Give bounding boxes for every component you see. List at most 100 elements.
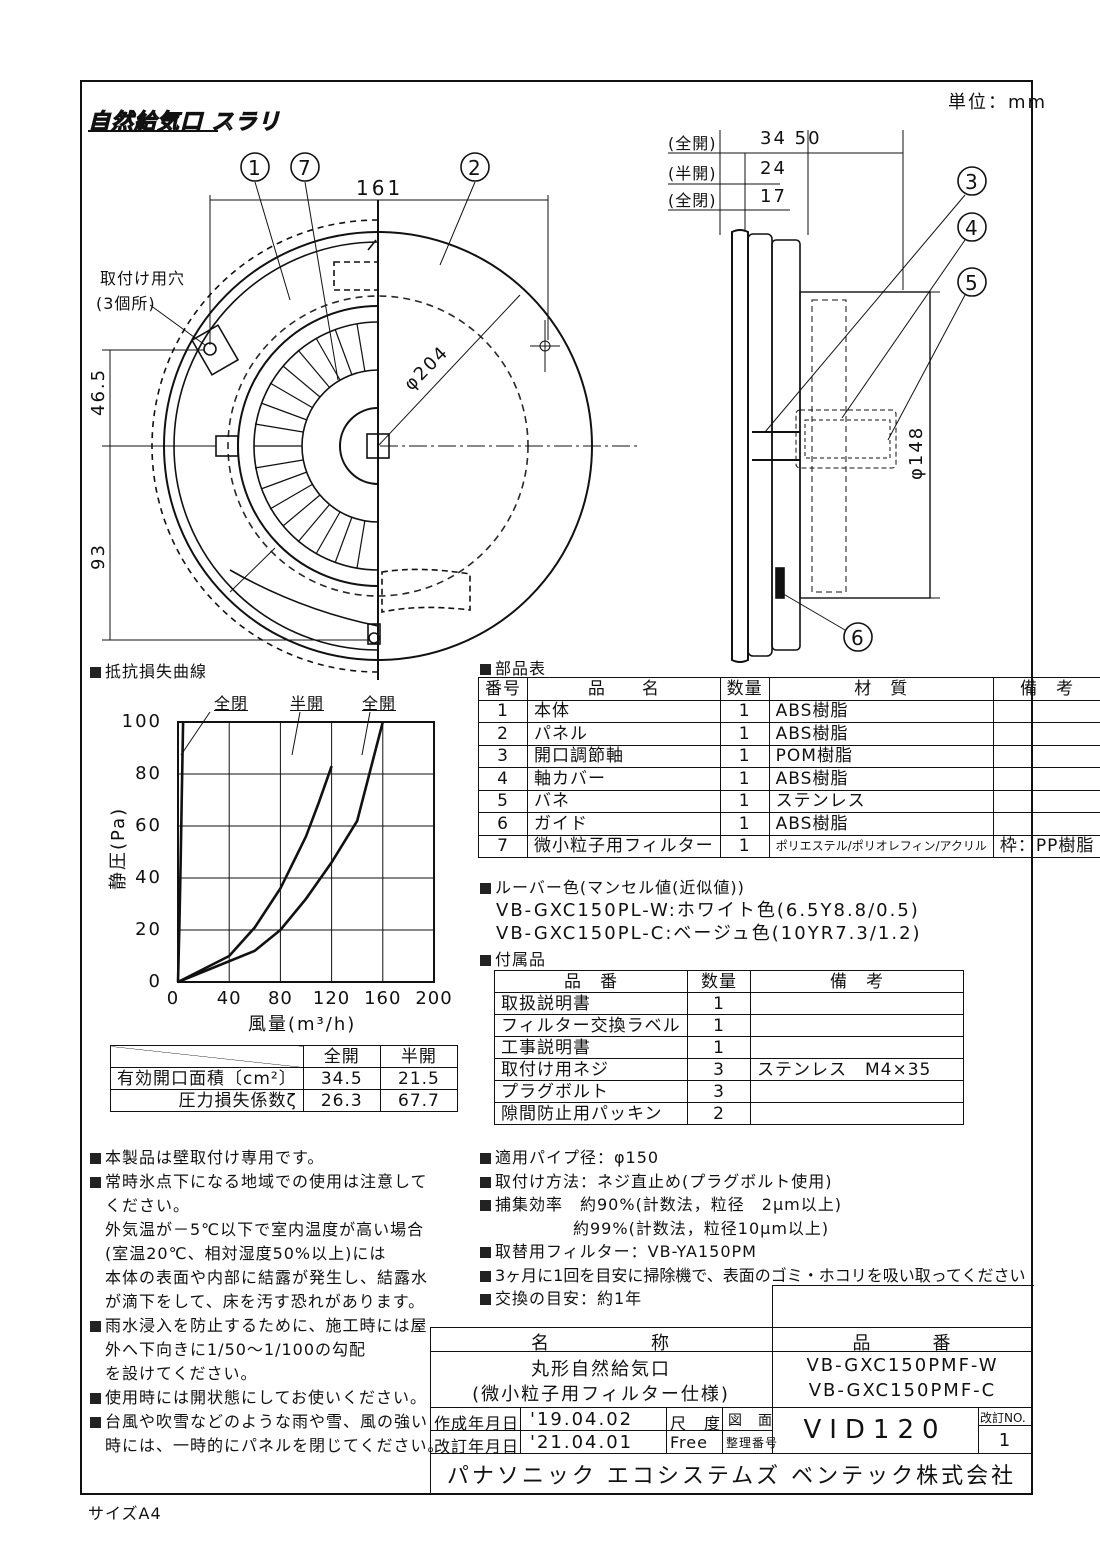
drawing-label-2: 整理番号 <box>726 1436 779 1450</box>
area-header-blank <box>110 1045 304 1068</box>
acc-cell: 1 <box>687 1036 751 1059</box>
callout-6: 6 <box>851 626 867 650</box>
acc-cell: 2 <box>687 1102 751 1125</box>
note-left-line: 外へ下向きに1/50～1/100の勾配 <box>105 1340 367 1359</box>
chart-xtick: 40 <box>216 988 242 1009</box>
parts-cell: 5 <box>478 789 528 813</box>
label-closed: 全閉 <box>214 694 249 713</box>
unit-label: 単位：mm <box>948 92 1048 113</box>
parts-cell: 1 <box>719 812 770 836</box>
curve-heading: 抵抗損失曲線 <box>90 658 207 682</box>
created-label: 作成年月日 <box>434 1414 520 1433</box>
area-row-label: 有効開口面積〔cm²〕 <box>110 1067 304 1090</box>
dim-46-5: 46.5 <box>88 367 109 416</box>
parts-cell: 1 <box>478 699 528 723</box>
parts-cell: 枠：PP樹脂 <box>992 834 1100 858</box>
parts-header: 品 名 <box>527 677 721 701</box>
parts-header: 番号 <box>478 677 528 701</box>
parts-cell: POM樹脂 <box>768 744 994 768</box>
parts-cell <box>992 812 1100 836</box>
drawing-label-1: 図 面 <box>728 1413 773 1429</box>
parts-cell: 1 <box>719 722 770 746</box>
parts-cell <box>992 722 1100 746</box>
side-values-closed: 17 <box>760 186 787 207</box>
callout-5: 5 <box>965 271 981 295</box>
area-cell: 26.3 <box>302 1089 381 1112</box>
notes-left: 本製品は壁取付け専用です。常時氷点下になる地域での使用は注意してください。外気温… <box>90 1146 445 1458</box>
area-cell: 67.7 <box>379 1089 459 1112</box>
parts-cell: 1 <box>719 767 770 791</box>
parts-cell: ABS樹脂 <box>768 722 994 746</box>
note-left-line: (室温20℃、相対湿度50%以上)には <box>105 1244 387 1263</box>
acc-cell <box>750 1014 964 1037</box>
parts-cell <box>992 744 1100 768</box>
chart-xtick: 0 <box>166 988 180 1009</box>
note-left-line: 時には、一時的にパネルを閉じてください。 <box>105 1436 445 1455</box>
note-left-line: 使用時には開状態にしてお使いください。 <box>90 1386 445 1410</box>
area-table: 全開 半開 有効開口面積〔cm²〕 34.5 21.5 圧力損失係数ζ 26.3… <box>110 1045 459 1112</box>
model-c: VB-GXC150PMF-C <box>808 1380 997 1401</box>
parts-cell: ABS樹脂 <box>768 812 994 836</box>
name-label: 名 称 <box>531 1333 671 1354</box>
parts-cell: 7 <box>478 834 528 858</box>
scale-value: Free <box>670 1433 708 1452</box>
model-w: VB-GXC150PMF-W <box>806 1355 999 1376</box>
side-values-half: 24 <box>760 158 787 179</box>
title-block: 名 称 品 番 丸形自然給気口 (微小粒子用フィルター仕様) VB-GXC150… <box>430 1285 1034 1495</box>
parts-cell: ステンレス <box>768 789 994 813</box>
callout-2: 2 <box>468 156 484 180</box>
parts-cell: パネル <box>527 722 721 746</box>
note-right-line: 約99%(計数法，粒径10μm以上) <box>573 1218 830 1238</box>
chart-xtick: 80 <box>267 988 293 1009</box>
area-row-label: 圧力損失係数ζ <box>110 1089 304 1112</box>
parts-cell <box>992 767 1100 791</box>
acc-cell <box>750 992 964 1015</box>
note-right-line: 取替用フィルター：VB-YA150PM <box>480 1240 1025 1264</box>
parts-cell: 3 <box>478 744 528 768</box>
accessories-heading: 付属品 <box>480 946 546 970</box>
note-left-line: 本製品は壁取付け専用です。 <box>90 1146 445 1170</box>
company-name: パナソニック エコシステムズ ベンテック株式会社 <box>446 1464 1017 1489</box>
parts-header: 数量 <box>719 677 770 701</box>
area-header-half: 半開 <box>379 1045 459 1068</box>
parts-cell: 開口調節軸 <box>527 744 721 768</box>
acc-cell: 1 <box>687 1014 751 1037</box>
dim-93: 93 <box>88 543 109 570</box>
parts-header: 材 質 <box>768 677 994 701</box>
drawing-number: VID120 <box>803 1415 947 1445</box>
note-right-line: 3ヶ月に1回を目安に掃除機で、表面のゴミ・ホコリを吸い取ってください <box>480 1264 1025 1288</box>
scale-label: 尺 度 <box>670 1414 722 1433</box>
parts-header: 備 考 <box>992 677 1100 701</box>
acc-cell: 3 <box>687 1058 751 1081</box>
parts-cell: 4 <box>478 767 528 791</box>
acc-header: 品 番 <box>494 970 688 993</box>
louver-heading: ルーバー色(マンセル値(近似値)) <box>480 874 745 898</box>
acc-cell: 工事説明書 <box>494 1036 688 1059</box>
parts-cell <box>992 789 1100 813</box>
parts-cell: 1 <box>719 699 770 723</box>
parts-cell: 1 <box>719 834 770 858</box>
note-right-line: 捕集効率 約90%(計数法，粒径 2μm以上) <box>480 1193 1025 1217</box>
note-left-line: 常時氷点下になる地域での使用は注意して <box>90 1170 445 1194</box>
note-left-line: 台風や吹雪などのような雨や雪、風の強い <box>90 1410 445 1434</box>
revised-date: '21.04.01 <box>530 1432 634 1453</box>
chart-ytick: 40 <box>135 867 162 888</box>
dim-161: 161 <box>356 176 404 200</box>
chart-xlabel: 風量(m³/h) <box>248 1014 357 1035</box>
chart-ytick: 0 <box>148 971 162 992</box>
chart-ytick: 80 <box>135 763 162 784</box>
note-right-line: 適用パイプ径：φ150 <box>480 1146 1025 1170</box>
label-full: 全開 <box>362 694 397 713</box>
chart-xtick: 200 <box>415 988 453 1009</box>
acc-header: 備 考 <box>750 970 964 993</box>
created-date: '19.04.02 <box>530 1409 634 1430</box>
louver-line-1: VB-GXC150PL-W:ホワイト色(6.5Y8.8/0.5) <box>496 900 920 921</box>
rev-label: 改訂NO. <box>980 1411 1026 1425</box>
